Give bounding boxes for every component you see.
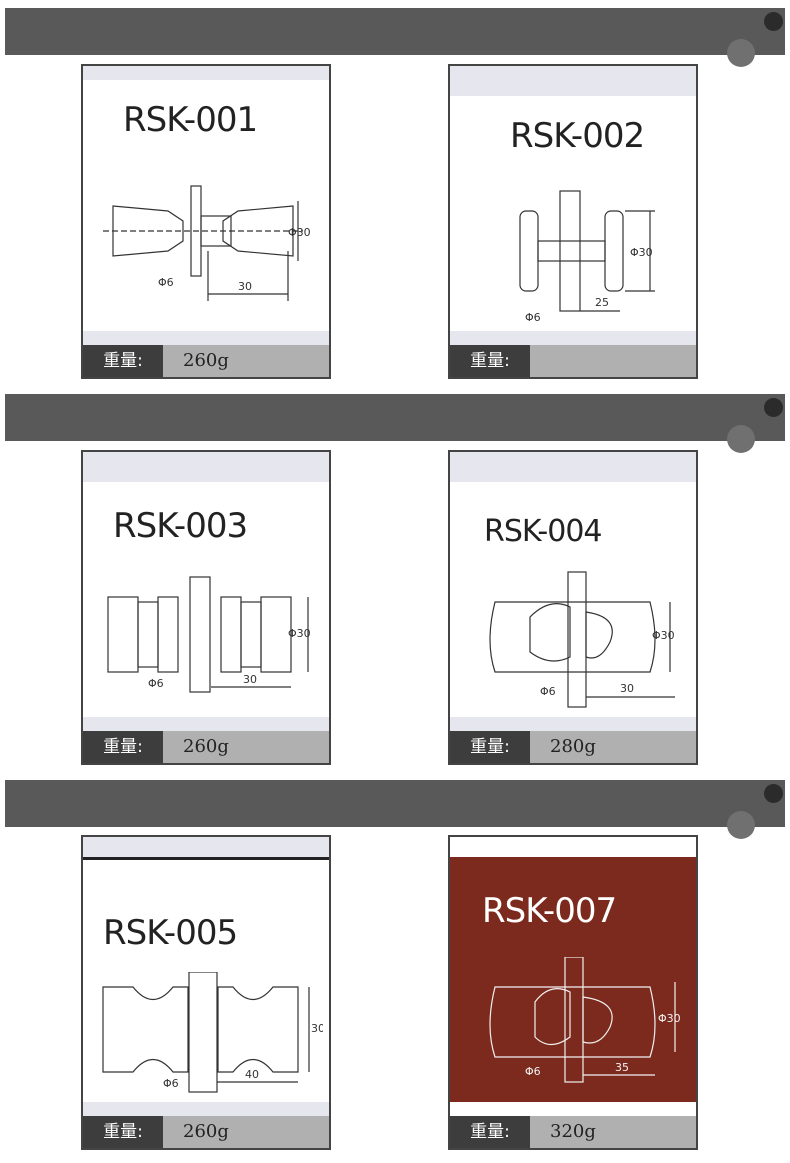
- length-dim: 30: [243, 673, 257, 686]
- knob-drawing: 25 Φ30 Φ6: [519, 190, 655, 324]
- circle-icon: [727, 425, 755, 453]
- model-name: RSK-001: [123, 100, 258, 140]
- circle-icon: [764, 12, 783, 31]
- weight-footer: 重量:: [450, 345, 696, 377]
- bottom-strip: [83, 331, 329, 347]
- circle-icon: [727, 811, 755, 839]
- hole-dim: Φ6: [525, 1065, 541, 1078]
- model-name: RSK-005: [103, 913, 238, 953]
- dia-dim: Φ30: [652, 629, 675, 642]
- top-strip: [450, 452, 696, 482]
- model-name: RSK-003: [113, 506, 248, 546]
- dia-dim: Φ30: [630, 246, 653, 259]
- dia-dim: 30: [311, 1022, 323, 1035]
- section-bar-2: [5, 394, 785, 453]
- model-name: RSK-007: [482, 891, 617, 931]
- circle-icon: [764, 784, 783, 803]
- product-card-rsk-002[interactable]: RSK-002 25 Φ30 Φ6 重量:: [448, 64, 698, 379]
- circle-icon: [764, 398, 783, 417]
- top-strip: [83, 837, 329, 860]
- section-bar-1: [5, 8, 785, 67]
- top-strip: [450, 66, 696, 96]
- dia-dim: Φ30: [658, 1012, 681, 1025]
- model-name: RSK-002: [510, 116, 645, 156]
- hole-dim: Φ6: [163, 1077, 179, 1090]
- weight-label: 重量:: [83, 345, 163, 377]
- knob-drawing: 30 Φ30 Φ6: [103, 185, 311, 301]
- weight-label: 重量:: [450, 345, 530, 377]
- weight-footer: 重量: 260g: [83, 731, 329, 763]
- weight-label: 重量:: [83, 731, 163, 763]
- weight-footer: 重量: 320g: [450, 1116, 696, 1148]
- product-card-rsk-005[interactable]: RSK-005 40 30 Φ6 重量: 260g: [81, 835, 331, 1150]
- product-card-rsk-004[interactable]: RSK-004 30 Φ30 Φ6 重量: 280g: [448, 450, 698, 765]
- weight-label: 重量:: [450, 731, 530, 763]
- weight-value: 260g: [183, 736, 229, 757]
- weight-footer: 重量: 260g: [83, 345, 329, 377]
- weight-label: 重量:: [83, 1116, 163, 1148]
- weight-value: 280g: [550, 736, 596, 757]
- top-strip: [83, 452, 329, 482]
- length-dim: 30: [238, 280, 252, 293]
- top-strip: [83, 66, 329, 80]
- weight-label: 重量:: [450, 1116, 530, 1148]
- hole-dim: Φ6: [158, 276, 174, 289]
- model-name: RSK-004: [484, 514, 602, 549]
- bottom-strip: [450, 331, 696, 347]
- product-card-rsk-003[interactable]: RSK-003 30 Φ30 Φ6 重量: 260g: [81, 450, 331, 765]
- product-card-rsk-007[interactable]: RSK-007 35 Φ30 Φ6 重量: 320g: [448, 835, 698, 1150]
- weight-footer: 重量: 280g: [450, 731, 696, 763]
- dia-dim: Φ30: [288, 226, 311, 239]
- length-dim: 35: [615, 1061, 629, 1074]
- length-dim: 25: [595, 296, 609, 309]
- knob-drawing: 35 Φ30 Φ6: [489, 957, 681, 1083]
- product-card-rsk-001[interactable]: RSK-001 30 Φ30 Φ6 重量: 260g: [81, 64, 331, 379]
- weight-value: 320g: [550, 1121, 596, 1142]
- dia-dim: Φ30: [288, 627, 311, 640]
- knob-drawing: 40 30 Φ6: [102, 972, 323, 1093]
- bottom-strip: [450, 717, 696, 733]
- hole-dim: Φ6: [525, 311, 541, 324]
- weight-value: 260g: [183, 1121, 229, 1142]
- bottom-strip: [83, 1102, 329, 1118]
- bottom-strip: [83, 717, 329, 733]
- weight-value: 260g: [183, 350, 229, 371]
- hole-dim: Φ6: [540, 685, 556, 698]
- circle-icon: [727, 39, 755, 67]
- knob-drawing: 30 Φ30 Φ6: [107, 576, 311, 693]
- length-dim: 30: [620, 682, 634, 695]
- hole-dim: Φ6: [148, 677, 164, 690]
- weight-footer: 重量: 260g: [83, 1116, 329, 1148]
- section-bar-3: [5, 780, 785, 839]
- bottom-strip: [450, 1102, 696, 1118]
- knob-drawing: 30 Φ30 Φ6: [489, 571, 675, 708]
- top-strip: [450, 837, 696, 857]
- length-dim: 40: [245, 1068, 259, 1081]
